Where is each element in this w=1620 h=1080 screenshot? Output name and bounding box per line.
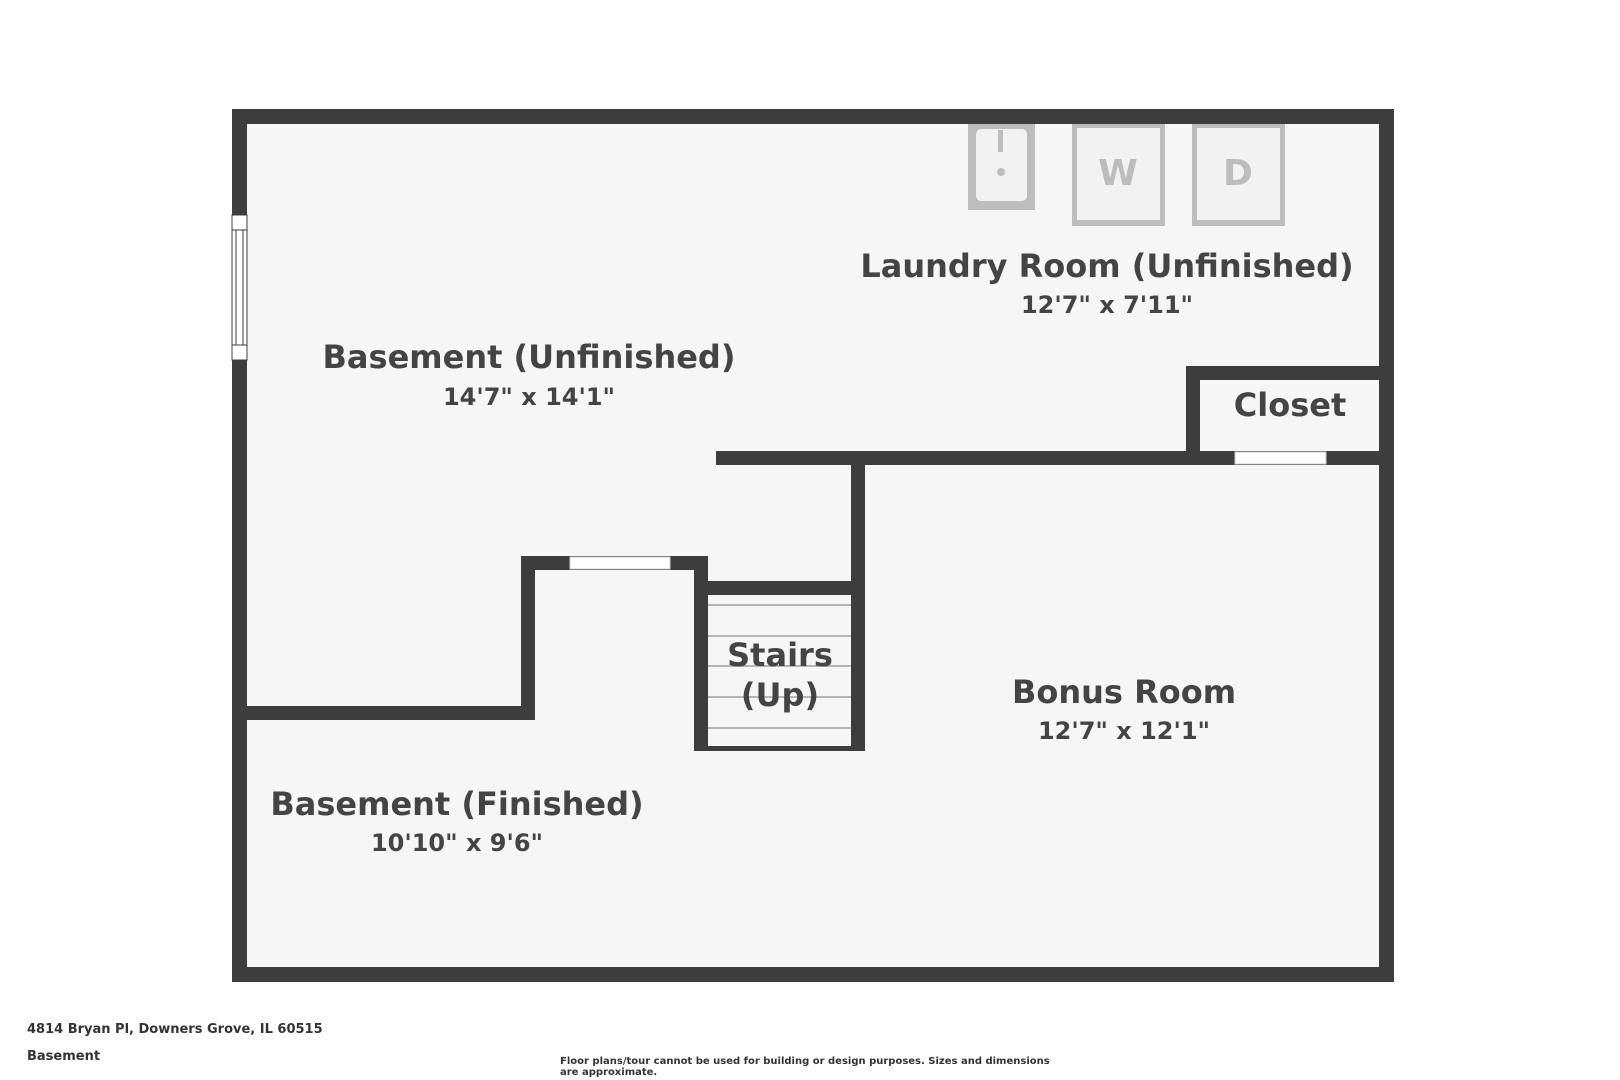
room-name-closet: Closet <box>1234 386 1346 424</box>
wall-closet-left <box>1186 366 1200 465</box>
floor-area <box>240 124 1385 967</box>
room-name-bonus: Bonus Room <box>1012 673 1236 711</box>
outer-walls <box>232 109 1394 982</box>
wall-stairs-left <box>694 556 708 751</box>
wall-right <box>1379 109 1394 982</box>
room-name-basement-unfinished: Basement (Unfinished) <box>323 338 736 376</box>
disclaimer: Floor plans/tour cannot be used for buil… <box>560 1056 1050 1078</box>
stair-treads <box>708 604 851 729</box>
wall-top <box>232 109 1394 124</box>
room-dims-basement-finished: 10'10" x 9'6" <box>371 829 543 857</box>
stairs-bottom-edge <box>701 746 858 751</box>
room-name-stairs-up: (Up) <box>741 676 819 714</box>
washer-icon: W <box>1072 124 1165 226</box>
wall-closet-top <box>1186 366 1394 380</box>
wall-laundry-bonus <box>716 451 1394 465</box>
floor-label: Basement <box>27 1049 101 1064</box>
room-dims-bonus: 12'7" x 12'1" <box>1038 717 1210 745</box>
room-dims-laundry: 12'7" x 7'11" <box>1021 291 1193 319</box>
wall-stairs-right <box>851 451 865 751</box>
wall-bottom <box>232 967 1394 982</box>
wall-nook-left <box>521 556 535 720</box>
washer-label: W <box>1098 153 1138 194</box>
room-name-laundry: Laundry Room (Unfinished) <box>860 247 1353 285</box>
wall-stairs-top <box>694 581 865 595</box>
door-opening-closet <box>1234 451 1327 465</box>
property-address: 4814 Bryan Pl, Downers Grove, IL 60515 <box>27 1022 323 1037</box>
room-dims-basement-unfinished: 14'7" x 14'1" <box>443 383 615 411</box>
wall-basement-divider <box>232 706 535 720</box>
dryer-icon: D <box>1192 124 1285 226</box>
window-left <box>231 214 248 361</box>
door-opening-nook <box>569 556 671 570</box>
utility-sink-icon <box>968 124 1035 210</box>
room-name-basement-finished: Basement (Finished) <box>270 785 643 823</box>
dryer-label: D <box>1223 153 1253 194</box>
room-name-stairs: Stairs <box>727 636 833 674</box>
